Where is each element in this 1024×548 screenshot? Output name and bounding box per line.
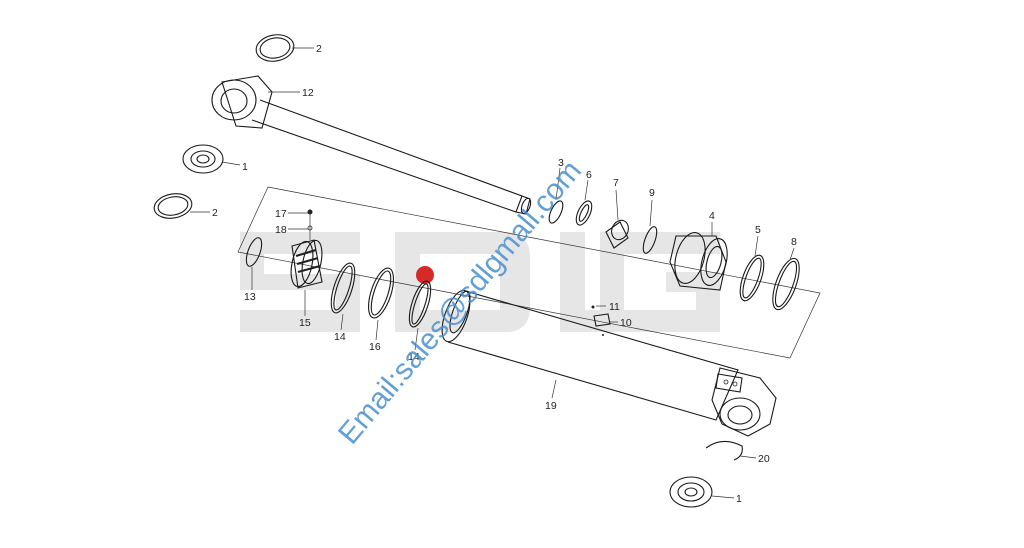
- callout-label: 19: [545, 400, 557, 412]
- o-ring-9: [642, 226, 658, 254]
- spherical-bearing-lower: [669, 476, 713, 508]
- piston-15: [290, 239, 323, 289]
- bolt-11-block-10: [591, 305, 611, 336]
- leader-lines: [190, 47, 795, 499]
- callout-label: 18: [275, 224, 287, 236]
- logo-red-dot: [416, 266, 434, 284]
- seal-3: [548, 200, 564, 224]
- bushing-7: [605, 219, 629, 249]
- snap-ring-lower: [153, 193, 193, 219]
- callout-label: 2: [212, 207, 218, 219]
- ring-8: [772, 257, 800, 311]
- callout-label: 20: [758, 453, 770, 465]
- callout-label: 12: [302, 87, 314, 99]
- callout-label: 9: [649, 187, 655, 199]
- piston-rod: [211, 75, 532, 215]
- spherical-bearing-top: [182, 144, 224, 174]
- callout-label: 2: [316, 43, 322, 55]
- callout-label: 3: [558, 157, 564, 169]
- ring-5: [739, 254, 765, 302]
- callout-label: 4: [709, 210, 715, 222]
- callout-label: 14: [334, 331, 346, 343]
- cylinder-barrel-19: [441, 289, 777, 437]
- ring-14-left: [330, 262, 356, 314]
- snap-ring-20: [705, 440, 743, 461]
- callout-label: 14: [408, 351, 420, 363]
- callout-label: 11: [609, 301, 620, 313]
- callout-labels: 2 12 1 2 3 6 7 9 4 5 8 17 18 13 15 14 16…: [212, 43, 797, 505]
- cylinder-head-4: [669, 232, 728, 291]
- o-ring-13: [245, 237, 263, 267]
- ring-14-right: [408, 280, 432, 328]
- callout-label: 10: [620, 317, 632, 329]
- ring-16: [367, 267, 395, 319]
- logo-watermark: [240, 232, 720, 332]
- assembly-frame: [237, 186, 821, 359]
- snap-ring-top: [255, 34, 295, 62]
- callout-label: 16: [369, 341, 381, 353]
- callout-label: 7: [613, 177, 619, 189]
- callout-label: 15: [299, 317, 311, 329]
- callout-label: 8: [791, 236, 797, 248]
- callout-label: 6: [586, 169, 592, 181]
- callout-label: 17: [275, 208, 287, 220]
- seal-6: [575, 200, 593, 226]
- callout-label: 1: [242, 161, 248, 173]
- screw-17-18: [307, 209, 313, 240]
- callout-label: 5: [755, 224, 761, 236]
- callout-label: 13: [244, 291, 256, 303]
- callout-label: 1: [736, 493, 742, 505]
